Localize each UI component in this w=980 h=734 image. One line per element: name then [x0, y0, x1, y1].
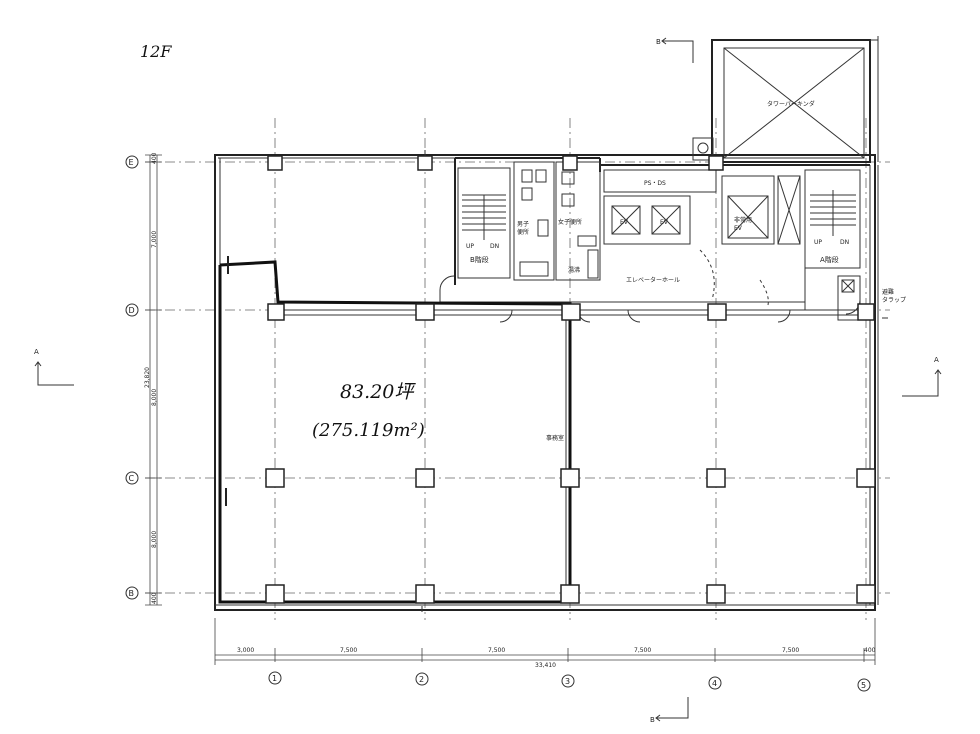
- pantry-label: 湯沸: [568, 266, 580, 274]
- stair-a-dn-label: DN: [840, 239, 849, 246]
- dim-v-1: 7,000: [151, 231, 158, 248]
- interior-walls: [280, 309, 870, 600]
- core-area: UP DN B階段 男子便所 女子便所 湯沸 PS・DS EV EV: [439, 157, 906, 323]
- elevator-hall-label: エレベーターホール: [626, 276, 680, 284]
- stair-b-up-label: UP: [466, 243, 474, 250]
- evac-trap-label-text: 避難タラップ: [882, 288, 906, 304]
- stair-a-up-label: UP: [814, 239, 822, 246]
- area-m2: (275.119m²): [312, 420, 425, 441]
- ev-2-label: EV: [660, 219, 669, 226]
- floor-label: 12F: [140, 42, 172, 61]
- dims-horizontal: 3,000 7,500 7,500 7,500 7,500 400 33,410: [214, 618, 876, 669]
- dim-h-4: 7,500: [782, 647, 799, 654]
- row-bubbles: E D C B: [125, 155, 139, 600]
- evac-trap-label: 避難タラップ: [882, 288, 906, 304]
- outer-walls: [214, 154, 879, 611]
- row-bubble-d: D: [129, 306, 135, 315]
- col-bubble-3: 3: [565, 677, 570, 686]
- office-label: 事務室: [546, 434, 564, 442]
- col-bubble-1: 1: [272, 674, 277, 683]
- womens-wc-label: 女子便所: [558, 218, 582, 226]
- mens-wc-label-text: 男子便所: [517, 221, 529, 236]
- dim-h-5: 400: [864, 647, 876, 654]
- stair-b-treads: [462, 194, 506, 240]
- dim-v-4: 400: [151, 592, 158, 604]
- dim-total: 33,410: [535, 662, 556, 669]
- dim-h-2: 7,500: [488, 647, 505, 654]
- stair-a-label: A階段: [820, 255, 839, 264]
- section-b-top-label: B: [656, 38, 661, 46]
- dims-vertical: 400 7,000 8,000 8,000 400 23,820: [144, 152, 162, 606]
- col-bubble-4: 4: [712, 679, 717, 688]
- tower-parking-label: タワーパーキンダ: [767, 100, 815, 108]
- col-bubble-5: 5: [861, 681, 866, 690]
- mens-wc-label: 男子便所: [517, 221, 529, 236]
- grid-end-marks: [421, 150, 888, 612]
- dim-h-3: 7,500: [634, 647, 651, 654]
- ev-1-label: EV: [620, 219, 629, 226]
- col-bubbles: 1 2 3 4 5: [268, 671, 871, 692]
- dim-v-0: 400: [151, 152, 158, 164]
- row-bubble-e: E: [129, 158, 134, 167]
- stair-b-label: B階段: [470, 255, 489, 264]
- dim-h-0: 3,000: [237, 647, 254, 654]
- dim-v-total: 23,820: [144, 367, 151, 388]
- dim-h-1: 7,500: [340, 647, 357, 654]
- section-b-bottom-label: B: [650, 716, 655, 724]
- section-a-left-label: A: [34, 348, 39, 356]
- col-bubble-2: 2: [419, 675, 424, 684]
- stair-a-treads: [810, 190, 856, 236]
- section-markers: B B A A: [34, 37, 942, 724]
- dim-v-2: 8,000: [151, 389, 158, 406]
- row-bubble-b: B: [129, 589, 135, 598]
- ps-ds-label: PS・DS: [644, 180, 666, 187]
- stair-b-dn-label: DN: [490, 243, 499, 250]
- tower-parking: タワーパーキンダ: [692, 36, 879, 163]
- dim-v-3: 8,000: [151, 531, 158, 548]
- section-a-right-label: A: [934, 356, 939, 364]
- row-bubble-c: C: [129, 474, 135, 483]
- area-tsubo: 83.20坪: [340, 381, 416, 403]
- columns: [265, 155, 876, 604]
